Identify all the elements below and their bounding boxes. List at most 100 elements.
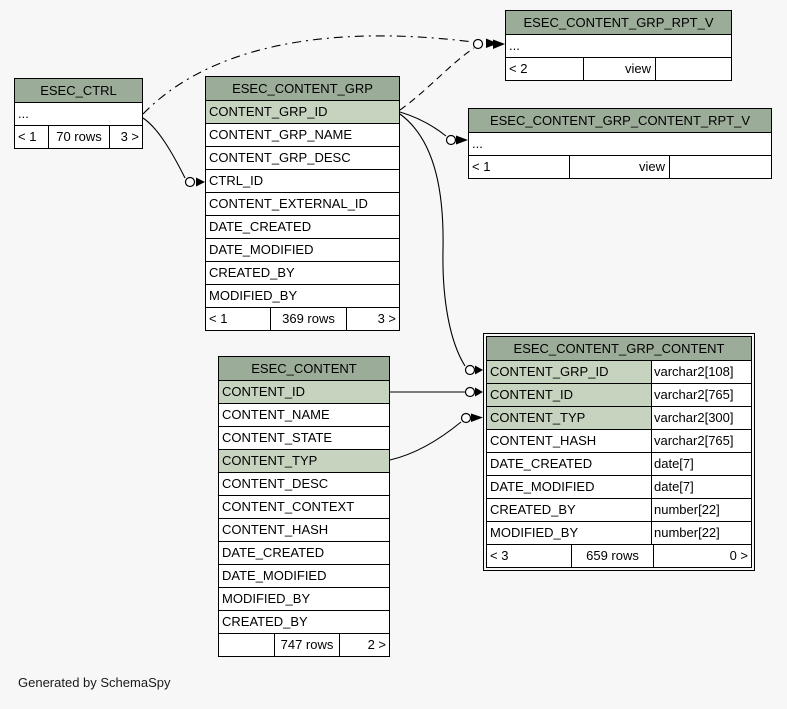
table-title-esec-content-grp-content[interactable]: ESEC_CONTENT_GRP_CONTENT (487, 337, 751, 360)
table-footer: < 1 70 rows 3 > (15, 125, 142, 148)
column-name: CONTENT_EXTERNAL_ID (209, 196, 368, 211)
column-row: CREATED_BY number[22] (487, 498, 751, 521)
footer-child-count: 0 > (653, 545, 751, 567)
column-name: CONTENT_HASH (490, 433, 597, 448)
table-esec-content-grp-rpt-v[interactable]: ESEC_CONTENT_GRP_RPT_V ... < 2 view (505, 10, 732, 81)
column-row: MODIFIED_BY (206, 284, 399, 307)
table-esec-ctrl[interactable]: ESEC_CTRL ... < 1 70 rows 3 > (14, 78, 143, 149)
column-name: CONTENT_DESC (222, 476, 329, 491)
column-name: DATE_MODIFIED (209, 242, 314, 257)
column-row: CTRL_ID (206, 169, 399, 192)
rel-ctrl-to-grp (142, 117, 186, 179)
column-row: CREATED_BY (219, 610, 389, 633)
column-row: CONTENT_ID (219, 380, 389, 403)
column-type: varchar2[300] (651, 407, 751, 429)
column-type: date[7] (651, 453, 751, 475)
column-name: ... (509, 38, 520, 53)
footer-parent-count: < 1 (18, 129, 37, 144)
footer-row-count: 369 rows (270, 308, 346, 330)
column-type: varchar2[108] (651, 361, 751, 383)
footer-child-count: 3 > (346, 308, 399, 330)
column-type: number[22] (651, 499, 751, 521)
table-title-esec-content-grp[interactable]: ESEC_CONTENT_GRP (206, 77, 399, 100)
column-name: DATE_CREATED (209, 219, 312, 234)
footer-parent-count: < 3 (490, 548, 509, 563)
column-name: CONTENT_STATE (222, 430, 333, 445)
column-row: CONTENT_GRP_NAME (206, 123, 399, 146)
column-row: DATE_CREATED date[7] (487, 452, 751, 475)
footer-view-label: view (583, 58, 655, 80)
column-name: DATE_MODIFIED (490, 479, 595, 494)
column-row: CONTENT_HASH (219, 518, 389, 541)
column-row: DATE_MODIFIED (206, 238, 399, 261)
column-list: ... (15, 102, 142, 125)
column-row: ... (15, 102, 142, 125)
footer-child-count: 3 > (109, 126, 142, 148)
column-list: ... (506, 34, 731, 57)
footer-child-count (655, 58, 731, 80)
column-name: CONTENT_GRP_ID (487, 361, 651, 383)
rel-content-typ-to-gc (389, 421, 462, 461)
column-row: CONTENT_GRP_ID (206, 100, 399, 123)
column-name: CREATED_BY (490, 502, 576, 517)
table-title-esec-ctrl[interactable]: ESEC_CTRL (15, 79, 142, 102)
column-name: CONTENT_TYP (487, 407, 651, 429)
column-row: ... (469, 132, 771, 155)
column-name: CREATED_BY (222, 614, 308, 629)
footer-child-count (669, 156, 771, 178)
column-name: MODIFIED_BY (490, 525, 579, 540)
column-name: MODIFIED_BY (222, 591, 311, 606)
footer-parent-count (219, 634, 274, 656)
column-name: CONTENT_CONTEXT (222, 499, 355, 514)
rel-grp-to-gc (399, 113, 466, 367)
column-name: DATE_CREATED (490, 456, 593, 471)
column-name: CONTENT_HASH (222, 522, 329, 537)
table-title-esec-content[interactable]: ESEC_CONTENT (219, 357, 389, 380)
column-row: CREATED_BY (206, 261, 399, 284)
column-row: CONTENT_STATE (219, 426, 389, 449)
table-title-esec-content-grp-rpt-v[interactable]: ESEC_CONTENT_GRP_RPT_V (506, 11, 731, 34)
footer-parent-count: < 1 (209, 311, 228, 326)
column-row: DATE_CREATED (206, 215, 399, 238)
column-type: date[7] (651, 476, 751, 498)
footer-parent-count: < 2 (509, 61, 528, 76)
column-name: CONTENT_GRP_ID (206, 101, 399, 123)
footer-row-count: 659 rows (571, 545, 653, 567)
column-name: DATE_CREATED (222, 545, 325, 560)
table-esec-content-grp-content-rpt-v[interactable]: ESEC_CONTENT_GRP_CONTENT_RPT_V ... < 1 v… (468, 108, 772, 179)
column-row: ... (506, 34, 731, 57)
column-row: DATE_MODIFIED date[7] (487, 475, 751, 498)
table-footer: < 1 view (469, 155, 771, 178)
column-name: ... (18, 106, 29, 121)
column-name: CONTENT_ID (219, 381, 389, 403)
table-footer: < 2 view (506, 57, 731, 80)
column-list: ... (469, 132, 771, 155)
column-list: CONTENT_GRP_ID CONTENT_GRP_NAME CONTENT_GR… (206, 100, 399, 307)
column-name: MODIFIED_BY (209, 288, 298, 303)
column-row: MODIFIED_BY (219, 587, 389, 610)
column-row: CONTENT_GRP_DESC (206, 146, 399, 169)
rel-grp-to-gc-rpt-v (399, 111, 447, 137)
table-title-esec-content-grp-content-rpt-v[interactable]: ESEC_CONTENT_GRP_CONTENT_RPT_V (469, 109, 771, 132)
table-footer: 747 rows 2 > (219, 633, 389, 656)
footer-row-count: 70 rows (48, 126, 109, 148)
rel-grp-to-grp-rpt-v (399, 47, 475, 111)
table-footer: < 3 659 rows 0 > (487, 544, 751, 567)
footer-view-label: view (569, 156, 669, 178)
column-name: ... (472, 136, 483, 151)
footer-row-count: 747 rows (274, 634, 339, 656)
column-name: CREATED_BY (209, 265, 295, 280)
column-name: CONTENT_GRP_NAME (209, 127, 353, 142)
